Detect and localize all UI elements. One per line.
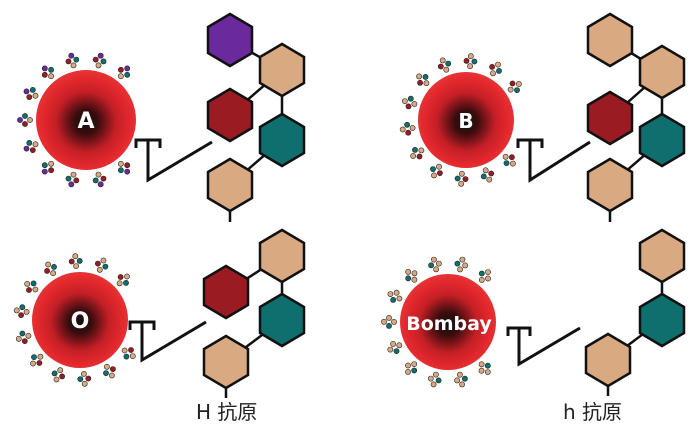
surface-antigen-cluster (13, 253, 136, 387)
cell-label-bombay: Bombay (406, 313, 492, 335)
cell-label-a: A (77, 109, 94, 134)
h-null-antigen-caption: h 抗原 (563, 400, 623, 424)
antigen-sugar-a-1 (206, 12, 254, 68)
antigen-sugar-o-4 (202, 334, 250, 390)
surface-antigen-cluster (399, 53, 522, 187)
red-blood-cell-b (418, 72, 514, 168)
antigen-sugar-a-3 (206, 87, 254, 143)
antigen-sugar-o-1 (258, 228, 306, 284)
red-blood-cell-o (32, 272, 128, 368)
antigen-linker-bombay (506, 326, 581, 367)
antigen-sugar-b-1 (586, 12, 634, 68)
red-blood-cell-bombay (400, 274, 496, 370)
antigen-sugar-bombay-3 (584, 332, 632, 388)
antigen-chain-bombay (584, 228, 686, 396)
surface-antigen-cluster (17, 52, 131, 188)
surface-antigen-cluster (381, 256, 491, 388)
antigen-sugar-b-5 (586, 157, 634, 213)
antigen-linker-a (134, 138, 213, 183)
cell-label-o: O (71, 309, 90, 334)
antigen-sugar-o-2 (202, 264, 250, 320)
antigen-sugar-b-4 (638, 112, 686, 168)
cell-label-b: B (458, 109, 473, 133)
antigen-sugar-bombay-1 (638, 228, 686, 284)
antigen-sugar-a-5 (206, 157, 254, 213)
panel-a: A (36, 12, 306, 222)
panel-o: O (32, 228, 306, 398)
antigen-sugar-b-2 (638, 44, 686, 100)
panel-bombay: Bombay (400, 228, 686, 396)
antigen-linker-o (128, 320, 207, 363)
antigen-chain-a (206, 12, 306, 222)
antigen-sugar-a-4 (258, 112, 306, 168)
antigen-chain-o (202, 228, 306, 398)
red-blood-cell-a (36, 70, 136, 170)
antigen-sugar-bombay-2 (638, 292, 686, 348)
antigen-sugar-o-3 (258, 292, 306, 348)
surface-antigens (13, 52, 522, 388)
antigen-linker-b (516, 138, 591, 183)
antigen-sugar-b-3 (586, 90, 634, 146)
antigen-chain-b (586, 12, 686, 222)
antigen-sugar-a-2 (258, 42, 306, 98)
panel-b: B (418, 12, 686, 222)
h-antigen-caption: H 抗原 (196, 400, 258, 424)
